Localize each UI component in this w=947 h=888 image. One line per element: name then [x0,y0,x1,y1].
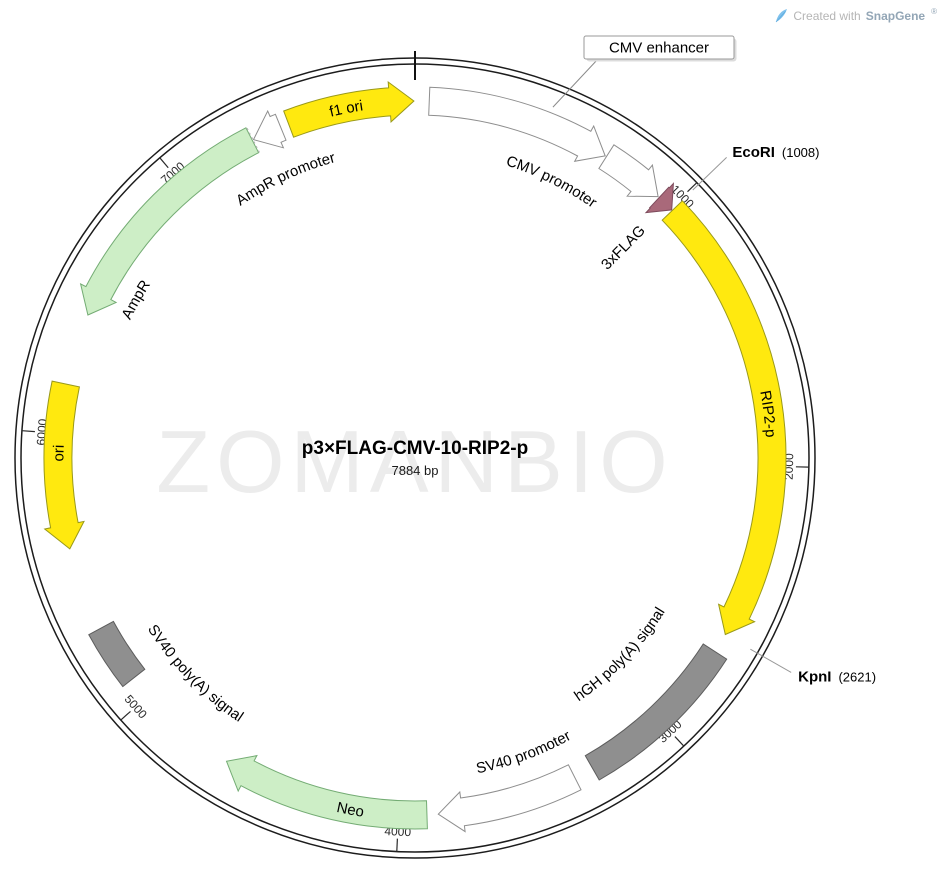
site-leader-kpni [750,648,792,673]
feature-label-ampr: AmpR [118,277,154,322]
feature-label-neo: Neo [335,799,365,821]
feature-rip2-p [661,200,787,636]
tick-6000 [21,430,35,433]
feature-cmv-enhancer [428,86,606,162]
callout-label-cmv-enhancer: CMV enhancer [609,40,709,57]
credit-prefix: Created with [793,8,861,23]
tick-1000 [687,182,698,193]
feature-label-ori: ori [50,444,67,461]
feature-cmv-promoter [598,144,659,198]
feature-ampr [79,127,260,316]
feature-3xflag [644,182,674,214]
site-label-ecori: EcoRI(1008) [732,144,819,161]
feature-label-cmv-promoter: CMV promoter [504,153,600,212]
credit-registered-mark: ® [931,7,937,16]
site-label-kpni: KpnI(2621) [798,668,876,685]
backbone-inner-circle [20,63,810,853]
callout-box [583,35,735,60]
site-leader-ecori [692,157,727,191]
feature-label-3xflag: 3xFLAG [598,222,649,273]
tick-5000 [120,710,131,721]
tick-4000 [396,838,398,852]
backbone-outer-circle [14,57,816,859]
tick-3000 [674,736,685,747]
feature-label-rip2-p: RIP2-p [756,389,779,438]
feature-label-hgh-poly-a-signal: hGH poly(A) signal [571,604,668,704]
callout-leader-line [552,58,599,108]
feather-icon [776,9,788,23]
feature-neo [225,754,428,830]
tick-7000 [159,157,169,169]
credit-brand: SnapGene [865,8,926,23]
feature-sv40-promoter [437,764,582,833]
feature-f1-ori [283,80,415,138]
tick-label-5000: 5000 [122,692,150,721]
feature-ori [43,380,85,550]
feature-ampr-promoter [252,109,287,149]
feature-label-sv40-poly-a-signal: SV40 poly(A) signal [144,622,246,726]
feature-sv40-poly-a-signal [88,620,146,688]
feature-hgh-poly-a-signal [584,643,728,781]
feature-label-f1-ori: f1 ori [328,97,364,120]
snapgene-credit: Created with SnapGene ® [775,7,937,23]
